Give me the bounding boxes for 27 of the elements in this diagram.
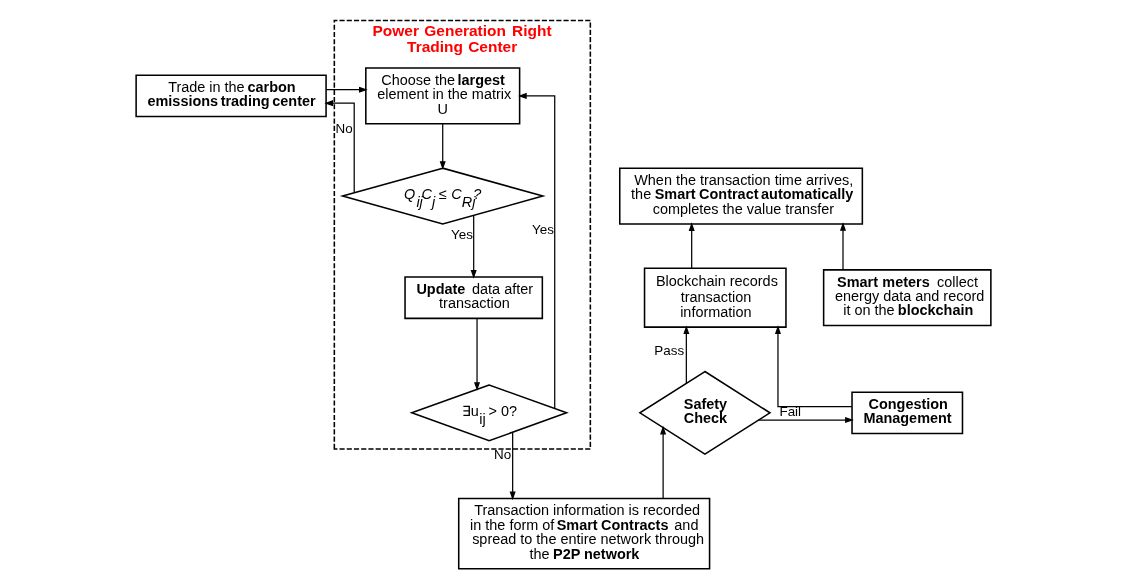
arrow (839, 222, 846, 271)
node-box: Transaction information is recorded in the form of Smart Contracts and spread to the entire network through the P2P network (457, 497, 710, 570)
arrow (682, 325, 689, 384)
node-box: Update data after transaction (403, 276, 543, 320)
node-box: Congestion Management (850, 391, 963, 435)
edge-label: No (335, 121, 353, 137)
edge-label: Yes (531, 222, 554, 238)
arrow (324, 86, 368, 93)
arrow (688, 222, 695, 269)
edge-label: Yes (450, 227, 473, 243)
arrow (323, 100, 355, 194)
node-diamond: Safety Check (637, 370, 771, 456)
arrow (473, 317, 480, 391)
edge-label: Fail (778, 404, 801, 420)
arrow (757, 417, 854, 424)
node-box: Smart meters collect energy data and record it on the blockchain (822, 269, 992, 327)
arrow (439, 123, 446, 170)
arrow (517, 92, 555, 409)
node-box: When the transaction time arrives, the Smart Contract automatically completes the value transfer (618, 167, 863, 225)
arrow (774, 325, 852, 408)
node-box: Blockchain records transaction information (643, 267, 787, 328)
arrow (509, 431, 516, 501)
arrow (659, 425, 666, 499)
edge-label: Pass (653, 342, 684, 358)
node-box: Trade in the carbon emissions trading center (134, 74, 327, 118)
arrow (470, 215, 477, 279)
node-box: Choose the largest element in the matrix U (364, 67, 520, 125)
